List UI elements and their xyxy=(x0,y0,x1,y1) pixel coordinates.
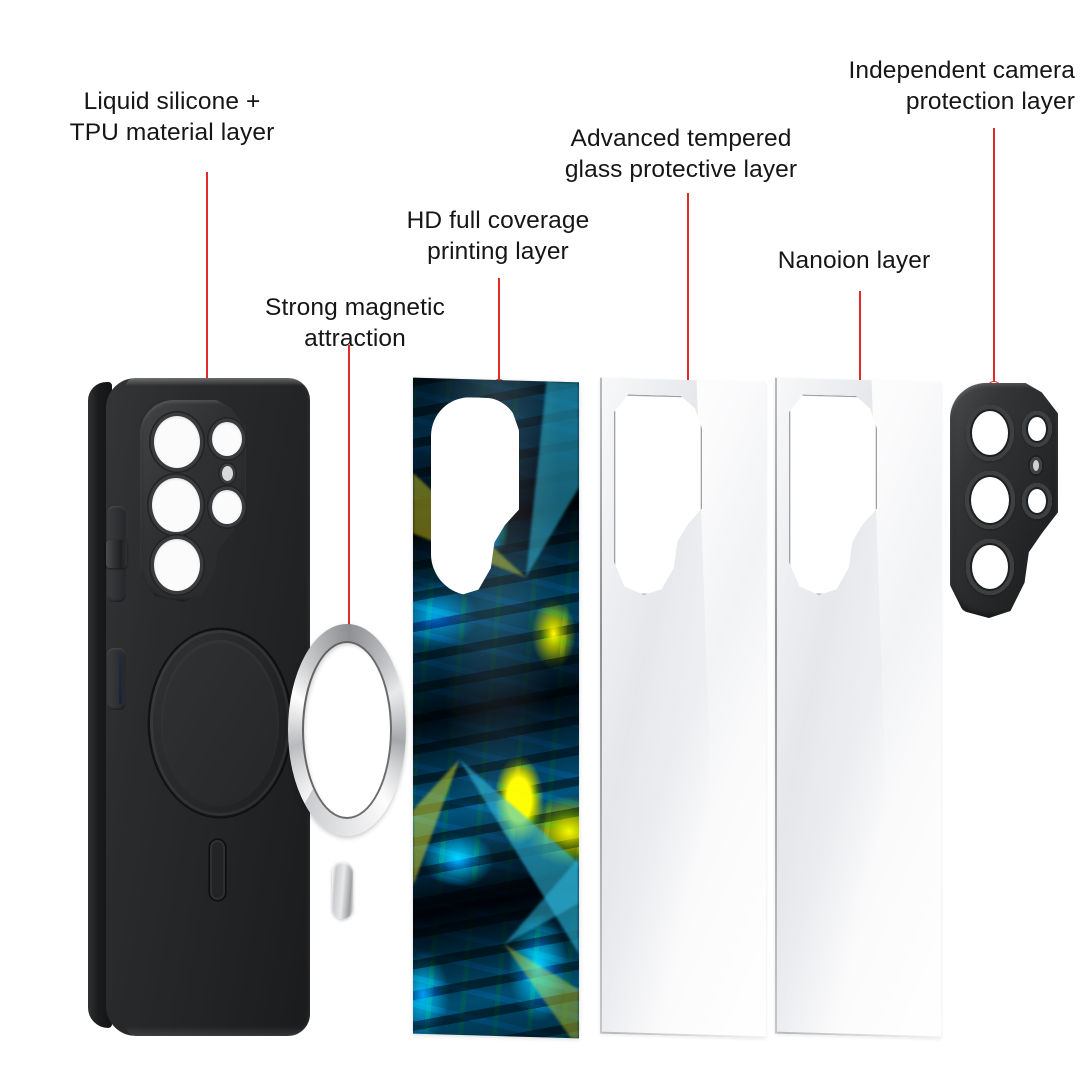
bezel-lens-opening-5 xyxy=(1022,483,1052,519)
case-power-button-cutout xyxy=(107,648,126,710)
case-sensor-cutout xyxy=(222,466,233,481)
label-silicone-layer: Liquid silicone + TPU material layer xyxy=(69,88,275,147)
label-magnetic-attraction: Strong magnetic attraction xyxy=(265,294,445,353)
label-hd-printing-layer: HD full coverage printing layer xyxy=(406,207,590,266)
case-bottom-highlight xyxy=(126,1026,326,1036)
bezel-lens-opening-2 xyxy=(965,471,1015,529)
tempered-glass-layer xyxy=(600,377,766,1039)
magnetic-ring-assembly xyxy=(288,624,412,924)
case-lens-cutout-1 xyxy=(154,416,200,468)
case-back-panel xyxy=(106,378,326,1036)
leader-line-magnetic xyxy=(348,345,350,625)
case-volume-rocker xyxy=(106,540,127,568)
magnetic-ring-aperture xyxy=(302,641,392,819)
case-lens-cutout-3 xyxy=(154,539,200,591)
bezel-lens-opening-1 xyxy=(966,405,1014,461)
case-lens-cutout-4 xyxy=(212,422,242,456)
leader-line-tempered xyxy=(687,193,689,381)
bezel-lens-opening-3 xyxy=(966,539,1014,595)
leader-line-camera xyxy=(993,128,995,382)
case-alignment-pill-emboss xyxy=(210,840,225,900)
bezel-sensor-slot xyxy=(1030,457,1042,474)
case-lens-cutout-5 xyxy=(212,490,242,524)
magnetic-alignment-tab xyxy=(332,862,353,919)
case-top-highlight xyxy=(126,378,326,386)
case-lens-cutout-2 xyxy=(152,478,200,532)
magnetic-ring xyxy=(288,624,406,836)
leader-line-nanoion xyxy=(859,291,861,381)
nanoion-layer xyxy=(775,377,941,1039)
case-magsafe-inner-disc xyxy=(161,640,279,806)
hd-printed-film-layer xyxy=(413,377,579,1039)
leader-line-hd-print xyxy=(498,278,500,380)
case-power-button-accent xyxy=(119,654,122,704)
leader-line-silicone xyxy=(206,172,208,379)
bezel-lens-opening-4 xyxy=(1022,411,1052,447)
silicone-tpu-case xyxy=(88,378,326,1036)
label-nanoion-layer: Nanoion layer xyxy=(777,247,931,274)
label-tempered-glass-layer: Advanced tempered glass protective layer xyxy=(564,125,798,184)
label-camera-protection-layer: Independent camera protection layer xyxy=(848,57,1075,116)
